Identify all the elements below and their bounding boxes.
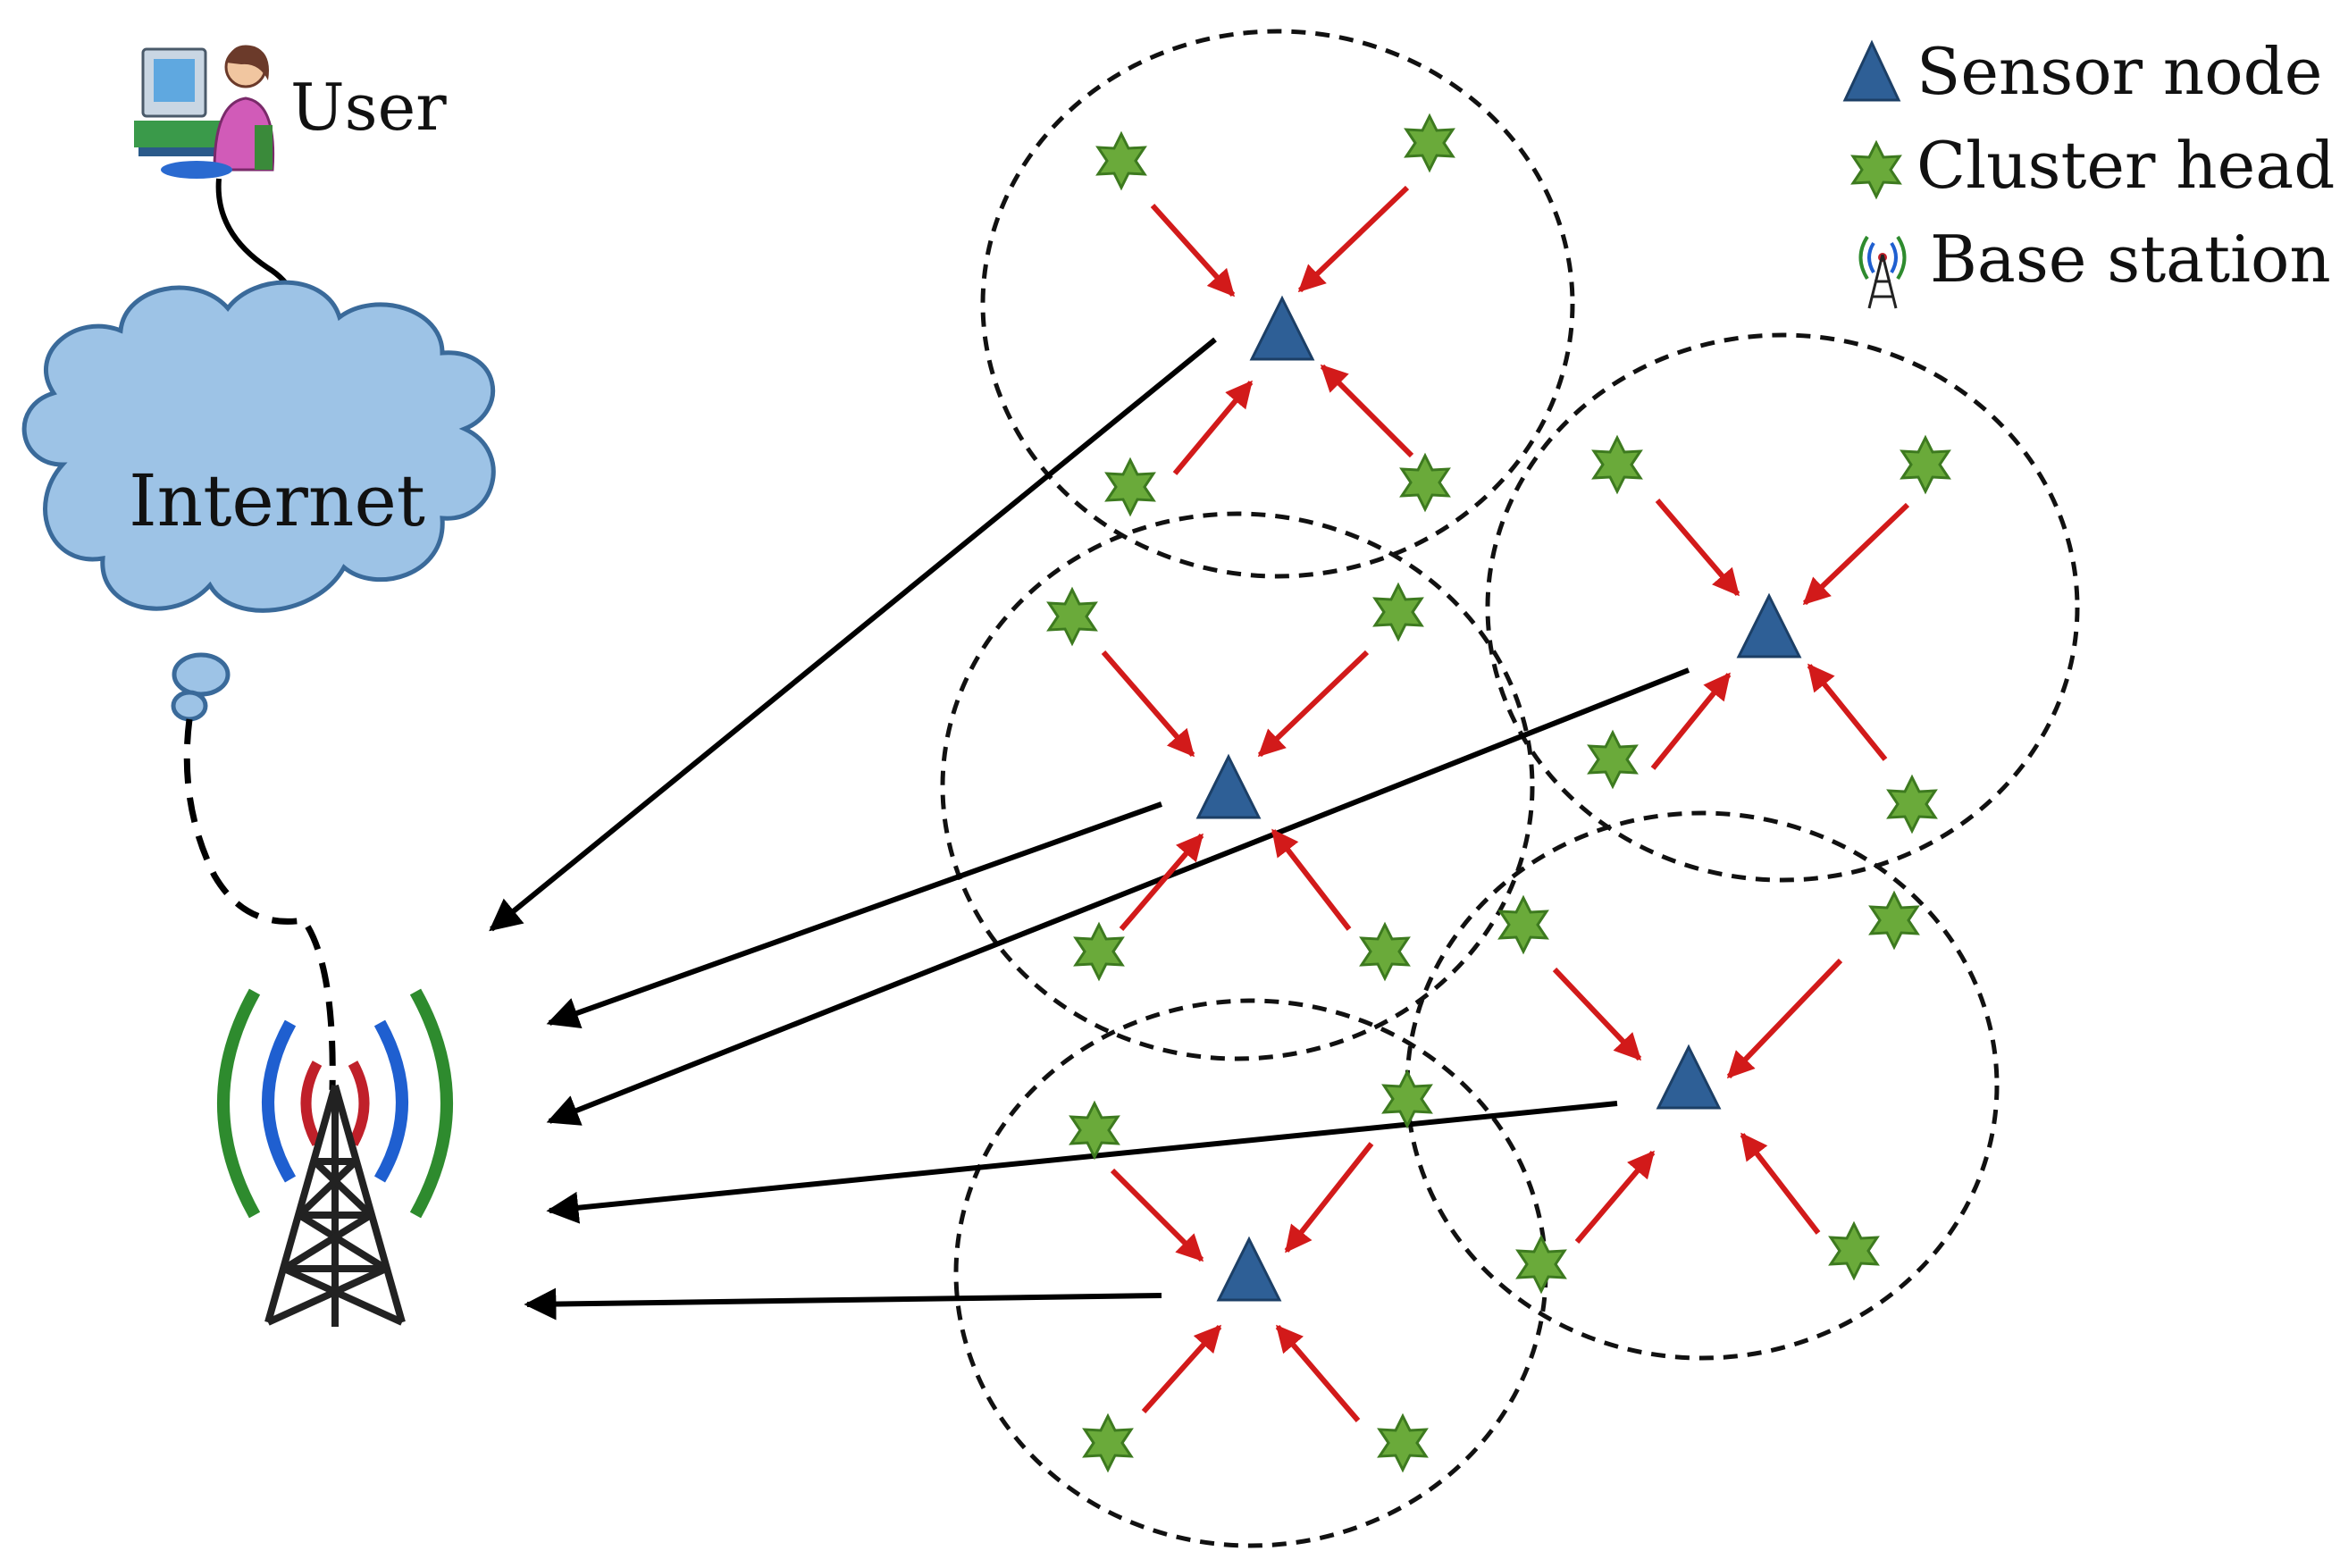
cluster-head-star-icon xyxy=(1516,1236,1566,1293)
member-link xyxy=(1141,1324,1222,1414)
cluster-head-star-icon xyxy=(1588,731,1638,788)
cluster-head-star-icon xyxy=(1069,1102,1120,1159)
member-link xyxy=(1119,833,1204,931)
cluster-head-star-icon xyxy=(1083,1414,1133,1472)
cluster-4 xyxy=(1498,892,1919,1293)
member-link xyxy=(1650,672,1732,770)
cluster-head-star-icon xyxy=(1378,1414,1428,1472)
cluster-head-star-icon xyxy=(1047,588,1097,645)
uplink-arrows xyxy=(489,337,1690,1321)
internet-label: Internet xyxy=(129,459,425,542)
star-icon xyxy=(1851,141,1901,198)
member-link xyxy=(1275,1324,1361,1422)
cluster-head-star-icon xyxy=(1869,892,1919,949)
internet-cloud: Internet xyxy=(21,280,496,722)
member-link xyxy=(1740,1132,1821,1235)
member-link xyxy=(1101,650,1195,758)
cluster-head-star-icon xyxy=(1900,436,1950,493)
cluster-head-star-icon xyxy=(1074,923,1124,980)
cluster-5 xyxy=(1069,1070,1432,1472)
legend: Sensor node Cluster head Base station xyxy=(1842,34,2335,309)
cluster-3-boundary xyxy=(1485,332,2080,883)
cluster-head-star-icon xyxy=(1400,454,1450,511)
cluster-boundaries xyxy=(940,29,2080,1548)
uplink-cluster-3 xyxy=(546,667,1690,1126)
cluster-4-boundary xyxy=(1405,810,2000,1361)
member-link xyxy=(1297,185,1410,293)
cluster-head-star-icon xyxy=(1382,1070,1432,1128)
member-link xyxy=(1807,663,1888,761)
member-link xyxy=(1726,958,1843,1079)
cluster-3 xyxy=(1588,436,1950,833)
sensor-node-triangle-icon xyxy=(1217,1237,1281,1302)
cloud-icon xyxy=(21,280,496,613)
uplink-cluster-1 xyxy=(489,337,1217,932)
cluster-head-star-icon xyxy=(1887,776,1937,833)
cluster-2 xyxy=(1047,583,1423,980)
triangle-icon xyxy=(1842,39,1901,102)
member-link xyxy=(1552,967,1642,1061)
member-link xyxy=(1655,499,1740,597)
sensor-node-triangle-icon xyxy=(1250,297,1314,361)
member-link xyxy=(1172,380,1254,475)
cluster-head-star-icon xyxy=(1360,923,1410,980)
sensor-node-triangle-icon xyxy=(1656,1045,1721,1110)
legend-item-base-station: Base station xyxy=(1858,222,2331,309)
radio-tower-icon xyxy=(1858,235,1907,309)
cluster-head-star-icon xyxy=(1105,458,1155,516)
member-link xyxy=(1110,1168,1204,1262)
member-link xyxy=(1150,203,1236,298)
legend-item-cluster-head: Cluster head xyxy=(1851,128,2335,203)
user-at-computer-icon xyxy=(134,45,275,179)
cluster-head-star-icon xyxy=(1373,583,1423,641)
cluster-head-star-icon xyxy=(1096,132,1146,189)
legend-label: Cluster head xyxy=(1916,128,2335,203)
member-link xyxy=(1574,1150,1656,1244)
sensor-node-triangle-icon xyxy=(1737,594,1801,658)
cluster-head-star-icon xyxy=(1592,436,1642,493)
sensor-node-triangle-icon xyxy=(1196,755,1261,819)
uplink-cluster-5 xyxy=(524,1287,1162,1321)
cluster-head-star-icon xyxy=(1498,896,1548,953)
cluster-2-boundary xyxy=(940,511,1535,1061)
user-label: User xyxy=(290,70,447,145)
legend-label: Base station xyxy=(1930,222,2331,297)
member-link xyxy=(1271,828,1352,931)
legend-item-sensor-node: Sensor node xyxy=(1842,34,2322,109)
cluster-1 xyxy=(1096,114,1455,516)
uplink-cluster-4 xyxy=(546,1101,1618,1224)
cluster-head-star-icon xyxy=(1829,1222,1879,1279)
cluster-1-boundary xyxy=(980,29,1575,579)
internet-basestation-link xyxy=(183,718,336,1091)
member-link xyxy=(1802,502,1910,606)
base-station xyxy=(217,988,453,1327)
radio-tower-icon xyxy=(217,988,453,1327)
legend-label: Sensor node xyxy=(1916,34,2322,109)
member-link xyxy=(1257,650,1370,758)
user-node: User xyxy=(134,45,447,179)
uplink-cluster-2 xyxy=(546,801,1163,1029)
member-link xyxy=(1284,1142,1374,1254)
member-link xyxy=(1320,364,1414,458)
cluster-head-star-icon xyxy=(1405,114,1455,172)
